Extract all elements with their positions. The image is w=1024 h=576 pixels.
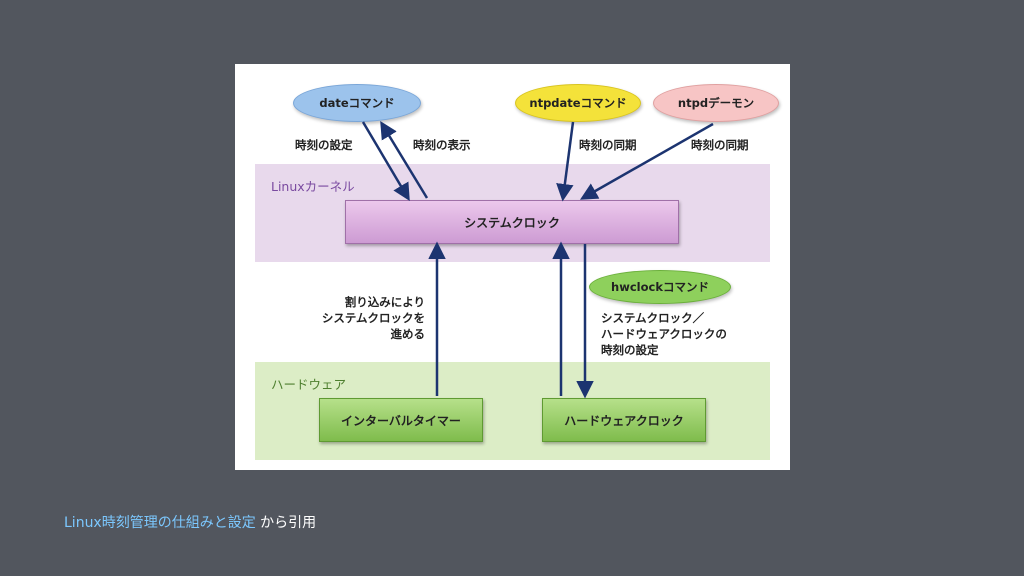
sync-time-label-ntpd: 時刻の同期 <box>691 138 749 152</box>
hwclock-command-node: hwclockコマンド <box>589 270 731 304</box>
ntpdate-command-node: ntpdateコマンド <box>515 84 641 122</box>
hwclock-set-label: システムクロック／ ハードウェアクロックの 時刻の設定 <box>601 310 727 358</box>
figure-caption: Linux時刻管理の仕組みと設定 から引用 <box>64 512 316 532</box>
hwclock-set-label-line: 時刻の設定 <box>601 343 659 357</box>
sync-time-label-ntpdate: 時刻の同期 <box>579 138 637 152</box>
hwclock-set-label-line: ハードウェアクロックの <box>601 327 727 341</box>
show-time-label: 時刻の表示 <box>413 138 471 152</box>
hardware-clock-box: ハードウェアクロック <box>542 398 706 442</box>
interrupt-label-line: 進める <box>390 327 426 341</box>
diagram-figure: Linuxカーネル ハードウェア dateコマンド ntpdateコマンド nt… <box>235 64 790 470</box>
interrupt-label-line: システムクロックを <box>321 311 425 325</box>
interrupt-label-line: 割り込みにより <box>344 295 425 309</box>
interval-timer-box: インターバルタイマー <box>319 398 483 442</box>
date-command-node: dateコマンド <box>293 84 421 122</box>
source-link[interactable]: Linux時刻管理の仕組みと設定 <box>64 515 256 531</box>
interrupt-label: 割り込みにより システムクロックを 進める <box>293 294 425 342</box>
caption-suffix: から引用 <box>255 515 317 531</box>
hardware-label: ハードウェア <box>271 377 347 392</box>
set-time-label: 時刻の設定 <box>295 138 353 152</box>
hwclock-set-label-line: システムクロック／ <box>601 311 705 325</box>
ntpd-daemon-node: ntpdデーモン <box>653 84 779 122</box>
system-clock-box: システムクロック <box>345 200 679 244</box>
linux-kernel-label: Linuxカーネル <box>271 179 355 194</box>
